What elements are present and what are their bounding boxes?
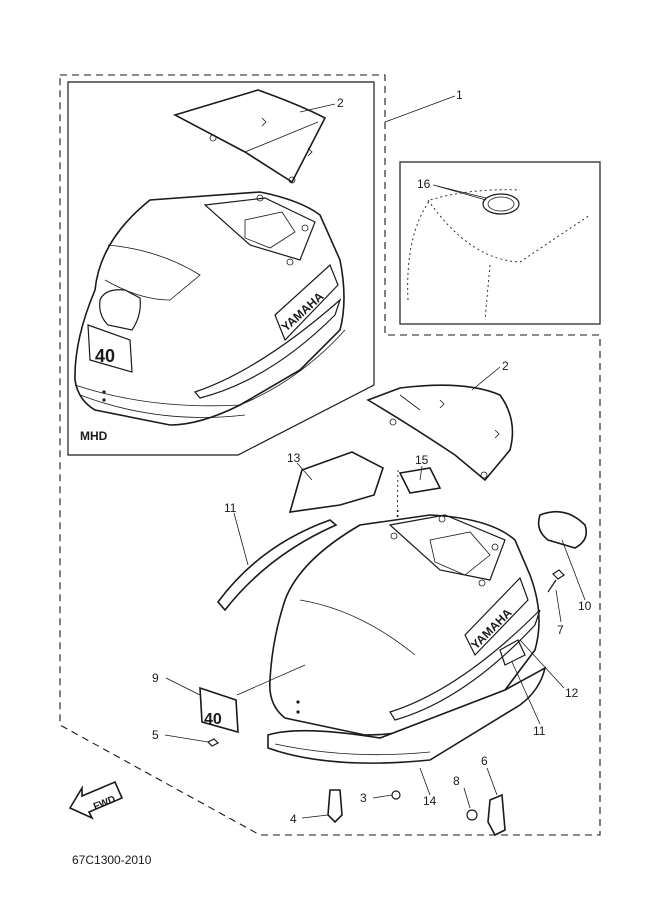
callout-5: 5 (152, 728, 159, 742)
callout-9: 9 (152, 671, 159, 685)
callout-13: 13 (287, 451, 301, 465)
part-3-nut (391, 790, 401, 800)
fwd-arrow-icon: FWD (68, 780, 124, 820)
grommet-detail-frame (399, 161, 601, 325)
part-4-bracket (327, 789, 343, 824)
callout-2b: 2 (502, 359, 509, 373)
mhd-label: MHD (80, 429, 108, 443)
part-2-top-cover (366, 384, 514, 482)
main-top-cowling: YAMAHA (267, 514, 547, 764)
part-5-screw (206, 738, 220, 747)
drawing-code: 67C1300-2010 (72, 853, 152, 867)
callout-11a: 11 (224, 501, 237, 515)
callout-7: 7 (557, 623, 564, 637)
grommet-detail-drawing (407, 185, 591, 321)
mhd-inset-frame (67, 81, 375, 456)
mhd-model-badge: 40 (95, 346, 115, 366)
callout-numbers: 1 2 2 3 4 5 6 7 8 9 10 11 11 12 13 14 15… (152, 88, 592, 826)
mhd-top-cowling: YAMAHA 40 (74, 89, 346, 426)
part-6-bracket (487, 793, 506, 837)
callout-4: 4 (290, 812, 297, 826)
assembly-boundary (59, 74, 601, 836)
part-10-damper (537, 510, 588, 549)
leader-lines (164, 95, 586, 819)
callout-16: 16 (417, 177, 431, 191)
part-7-bolt (547, 569, 565, 593)
callout-6: 6 (481, 754, 488, 768)
callout-3: 3 (360, 791, 367, 805)
callout-15: 15 (415, 453, 429, 467)
callout-14: 14 (423, 794, 437, 808)
callout-10: 10 (578, 599, 592, 613)
main-model-badge: 40 (204, 711, 222, 728)
callout-2a: 2 (337, 96, 344, 110)
callout-12: 12 (565, 686, 579, 700)
callout-11b: 11 (533, 724, 546, 738)
part-13-decal (288, 451, 384, 513)
part-9-model-badge: 40 (199, 686, 239, 734)
callout-1: 1 (456, 88, 463, 102)
part-15-label (398, 467, 442, 494)
part-8-nut (466, 809, 478, 821)
callout-8: 8 (453, 774, 460, 788)
part-11-stripe-upper (216, 519, 338, 612)
